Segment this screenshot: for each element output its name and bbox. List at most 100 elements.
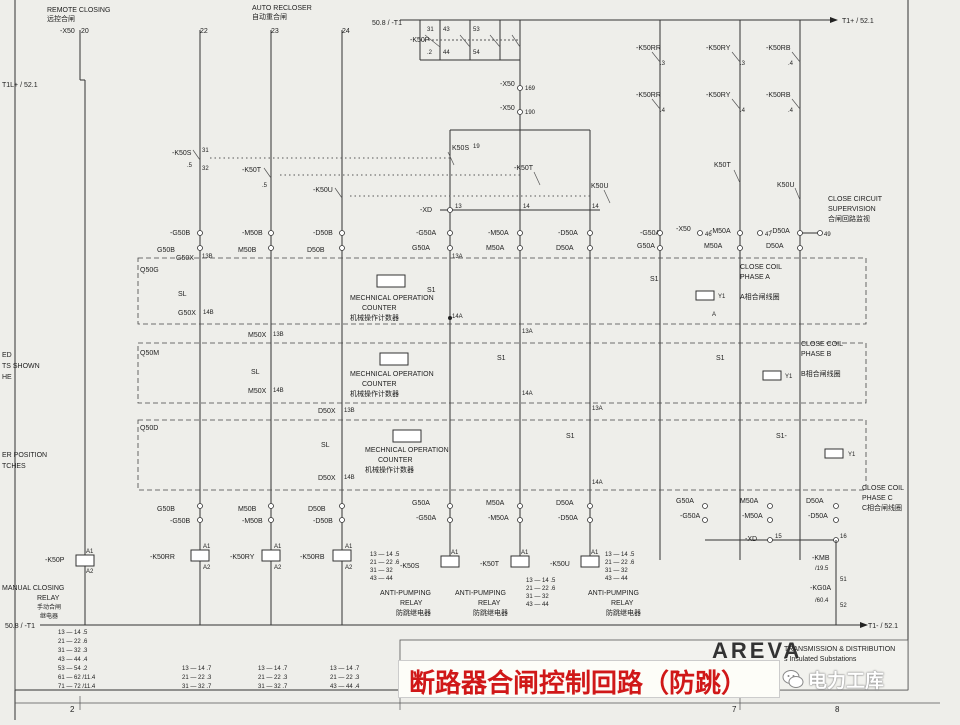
tbl-l-5: 53 — 54 .2 <box>58 666 88 672</box>
g50a-bot: -G50A <box>416 515 437 522</box>
caption-text: 断路器合闸控制回路（防跳） <box>409 669 748 699</box>
y1-c: Y1 <box>848 452 856 458</box>
m50a-r-bot-b: M50A <box>740 498 759 505</box>
k50p-label: -K50P <box>45 557 65 564</box>
tbl-b3-3: 43 — 44 .4 <box>330 684 360 690</box>
tbl-s-1: 13 — 14 .5 <box>370 552 400 558</box>
tbl-u-2: 21 — 22 .6 <box>605 560 635 566</box>
manual-relay-cn2: 继电器 <box>40 612 58 620</box>
counter-a-l1: MECHNICAL OPERATION <box>350 295 434 302</box>
14a-a: 14A <box>452 314 463 320</box>
phase-c-box <box>137 419 867 491</box>
x50-190-label: -X50 <box>500 105 515 112</box>
k50t-coil-label: -K50T <box>480 561 500 568</box>
s1-coil-a: S1 <box>650 276 659 283</box>
g50b-top-b: G50B <box>157 247 175 254</box>
k50t-mid-label: -K50T <box>514 165 534 172</box>
coil-b-cn: B相合闸线圈 <box>801 369 841 378</box>
g50x-13b: G50X <box>176 255 194 262</box>
margin-frag3: HE <box>2 374 12 381</box>
a1-t: A1 <box>521 550 529 556</box>
tbl-u-1: 13 — 14 .5 <box>605 552 635 558</box>
xd-bot-16: 16 <box>840 534 847 540</box>
d50a-top: -D50A <box>558 230 578 237</box>
kg0a-ref: /60.4 <box>815 598 829 604</box>
tbl-t-1: 13 — 14 .5 <box>526 578 556 584</box>
m50a-r-top: -M50A <box>710 228 731 235</box>
ruler-col-7: 7 <box>732 705 737 714</box>
k50rb2-c4: .4 <box>788 108 794 114</box>
s1-coil-b: S1 <box>716 355 725 362</box>
g50a-r-bot: -G50A <box>680 513 701 520</box>
13a-b: 13A <box>522 329 533 335</box>
xd-13: 13 <box>455 204 462 210</box>
k50p-c2: .2 <box>427 50 433 56</box>
xd-15: 14 <box>592 204 599 210</box>
d50a-bot-b: D50A <box>556 500 574 507</box>
coil-b-l1: CLOSE COIL <box>801 341 843 348</box>
d50b-bot-b: D50B <box>308 506 326 513</box>
m50b-top: -M50B <box>242 230 263 237</box>
x50-169-label: -X50 <box>500 81 515 88</box>
k50ry-contact-label: -K50RY <box>706 45 731 52</box>
tbl-b1-2: 21 — 22 .3 <box>182 675 212 681</box>
k50p-coil <box>75 554 95 567</box>
k50p-c53: 53 <box>473 27 480 33</box>
k50p-c54: 54 <box>473 50 480 56</box>
a1-s: A1 <box>451 550 459 556</box>
g50a-top-b: G50A <box>412 245 430 252</box>
anti-s-l1: ANTI-PUMPING <box>380 590 431 597</box>
g50a-top: -G50A <box>416 230 437 237</box>
anti-u-l2: RELAY <box>611 600 634 607</box>
sl-c: SL <box>321 442 330 449</box>
k50ry-coil-label: -K50RY <box>230 554 255 561</box>
counter-a-cn: 机械操作计数器 <box>350 313 399 322</box>
k50ry2-c4: .4 <box>740 108 746 114</box>
k50u-coil-label: -K50U <box>550 561 570 568</box>
anti-s-cn: 防跳继电器 <box>396 608 431 617</box>
ruler-col-2: 2 <box>70 705 75 714</box>
d50a-bot: -D50A <box>558 515 578 522</box>
counter-c-cn: 机械操作计数器 <box>365 465 414 474</box>
coil-c-l2: PHASE C <box>862 495 893 502</box>
k50rr2-c4: .4 <box>660 108 666 114</box>
s1-a: S1 <box>427 287 436 294</box>
d50b-top-b: D50B <box>307 247 325 254</box>
tbl-b3-2: 21 — 22 .3 <box>330 675 360 681</box>
d50a-r-top-b: D50A <box>766 243 784 250</box>
margin-frag4: ER POSITION <box>2 452 47 459</box>
kmb-label: -KMB <box>812 555 830 562</box>
xd-bot-15: 15 <box>775 534 782 540</box>
d50a-top-b: D50A <box>556 245 574 252</box>
m50a-r-top-b: M50A <box>704 243 723 250</box>
sl-a: SL <box>178 291 187 298</box>
ref-t1l: T1L+ / 52.1 <box>2 82 38 89</box>
q50g-label: Q50G <box>140 267 159 274</box>
counter-b-cn: 机械操作计数器 <box>350 389 399 398</box>
g50a-r-top-b: G50A <box>637 243 655 250</box>
y1-a: Y1 <box>718 294 726 300</box>
counter-b-l1: MECHNICAL OPERATION <box>350 371 434 378</box>
xd-bot-label: -XD <box>745 536 757 543</box>
m50b-bot-b: M50B <box>238 506 257 513</box>
k50p-a1: A1 <box>86 549 94 555</box>
k50p-contact-label: -K50P <box>410 37 430 44</box>
d50x-13b-n: 13B <box>344 408 355 414</box>
title-l2: s Insulated Substations <box>784 656 857 663</box>
q50m-label: Q50M <box>140 350 159 357</box>
ref-bottom-right: T1- / 52.1 <box>868 623 898 630</box>
terminal-169: 169 <box>525 86 536 92</box>
g50b-bot-b: G50B <box>157 506 175 513</box>
g50b-top: -G50B <box>170 230 191 237</box>
k50p-c43: 43 <box>443 27 450 33</box>
m50x-14b: M50X <box>248 388 267 395</box>
k50rr-coil-label: -K50RR <box>150 554 175 561</box>
counter-b-l2: COUNTER <box>362 381 397 388</box>
counter-a-l2: COUNTER <box>362 305 397 312</box>
k50u-mid-label: K50U <box>591 183 609 190</box>
x50-46-label: -X50 <box>676 226 691 233</box>
manual-closing-label: MANUAL CLOSING <box>2 585 64 592</box>
tbl-t-3: 31 — 32 <box>526 594 549 600</box>
kg0a-51: 51 <box>840 577 847 583</box>
a2-ry: A2 <box>274 565 282 571</box>
